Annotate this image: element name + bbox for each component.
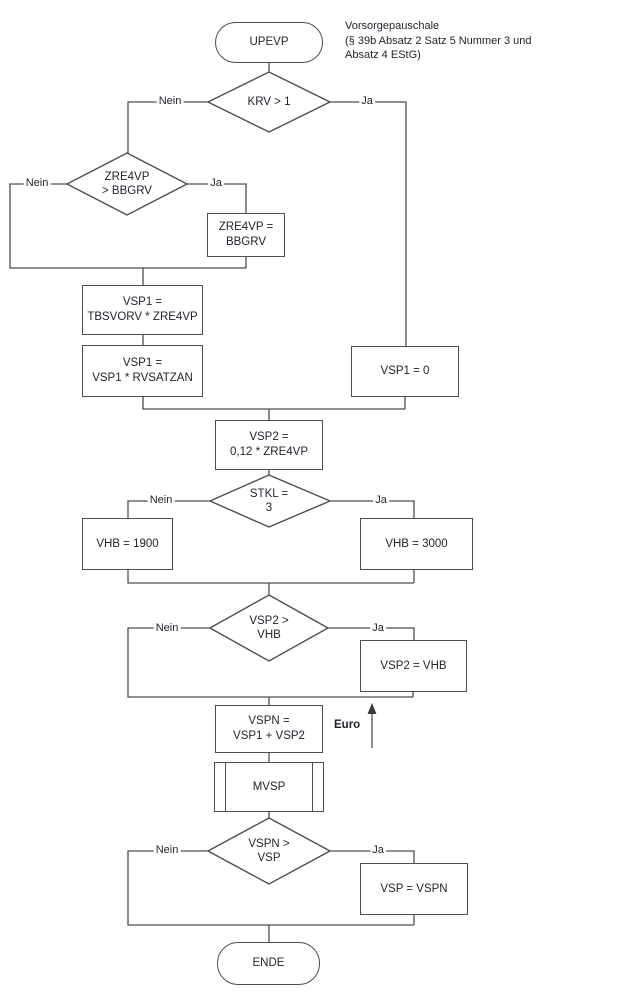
- decision-vspnvsp-shape: [206, 817, 332, 885]
- start-terminator: UPEVP: [215, 22, 323, 63]
- process-vsp2-calc: VSP2 = 0,12 * ZRE4VP: [215, 420, 323, 470]
- process-vhb-3000: VHB = 3000: [360, 518, 473, 570]
- process-vsp1-calc1: VSP1 = TBSVORV * ZRE4VP: [82, 285, 203, 335]
- process-zre4vp-assign: ZRE4VP = BBGRV: [207, 213, 285, 257]
- edge-zre4vp-ja: [187, 183, 247, 213]
- branch-label-vsp2vhb-ja: Ja: [370, 622, 386, 634]
- process-vhb-1900: VHB = 1900: [82, 518, 173, 570]
- edge-vspn-ja: [330, 850, 415, 863]
- process-vsp1-calc2: VSP1 = VSP1 * RVSATZAN: [82, 345, 203, 397]
- euro-axis-label: Euro: [334, 719, 361, 731]
- branch-label-zre4vp-ja: Ja: [208, 177, 224, 189]
- branch-label-zre4vp-nein: Nein: [23, 177, 51, 189]
- decision-zre4vp-label: ZRE4VP > BBGRV: [102, 171, 152, 197]
- edge-stkl-ja: [330, 500, 415, 518]
- branch-label-vsp2vhb-nein: Nein: [153, 622, 181, 634]
- process-vspn-calc: VSPN = VSP1 + VSP2: [215, 705, 323, 753]
- process-vsp1-zero: VSP1 = 0: [351, 346, 459, 397]
- edge-vsp2vhb-ja: [328, 627, 415, 640]
- edge-vsp1calc2-merge2: [142, 397, 405, 410]
- predefined-process-bar-right: [312, 763, 313, 811]
- decision-vspnvsp-label: VSPN > VSP: [248, 838, 290, 864]
- edge-krv-ja: [330, 101, 407, 346]
- process-vsp2-assign: VSP2 = VHB: [360, 640, 467, 692]
- decision-krv-shape: [206, 71, 332, 133]
- branch-label-vspn-ja: Ja: [370, 844, 386, 856]
- euro-arrow-up-icon: [367, 703, 377, 748]
- decision-krv-label: KRV > 1: [247, 96, 291, 108]
- decision-stkl-shape: [208, 474, 332, 528]
- end-terminator: ENDE: [217, 942, 320, 985]
- decision-zre4vp-shape: [65, 152, 189, 216]
- edge-krv-nein: [127, 101, 208, 153]
- branch-label-krv-ja: Ja: [359, 95, 375, 107]
- predefined-process-mvsp: MVSP: [214, 762, 324, 812]
- branch-label-vspn-nein: Nein: [153, 844, 181, 856]
- predefined-process-mvsp-label: MVSP: [252, 780, 286, 793]
- branch-label-stkl-ja: Ja: [373, 494, 389, 506]
- edge-vhb1900-merge3: [127, 570, 414, 584]
- branch-label-krv-nein: Nein: [156, 95, 184, 107]
- process-vsp-assign: VSP = VSPN: [360, 863, 468, 915]
- decision-vsp2vhb-label: VSP2 > VHB: [249, 615, 289, 641]
- branch-label-stkl-nein: Nein: [147, 494, 175, 506]
- decision-stkl-label: STKL = 3: [249, 488, 289, 514]
- decision-vsp2vhb-shape: [208, 594, 330, 662]
- legal-annotation: Vorsorgepauschale (§ 39b Absatz 2 Satz 5…: [345, 20, 532, 61]
- predefined-process-bar-left: [225, 763, 226, 811]
- edge-stkl-nein: [127, 500, 210, 518]
